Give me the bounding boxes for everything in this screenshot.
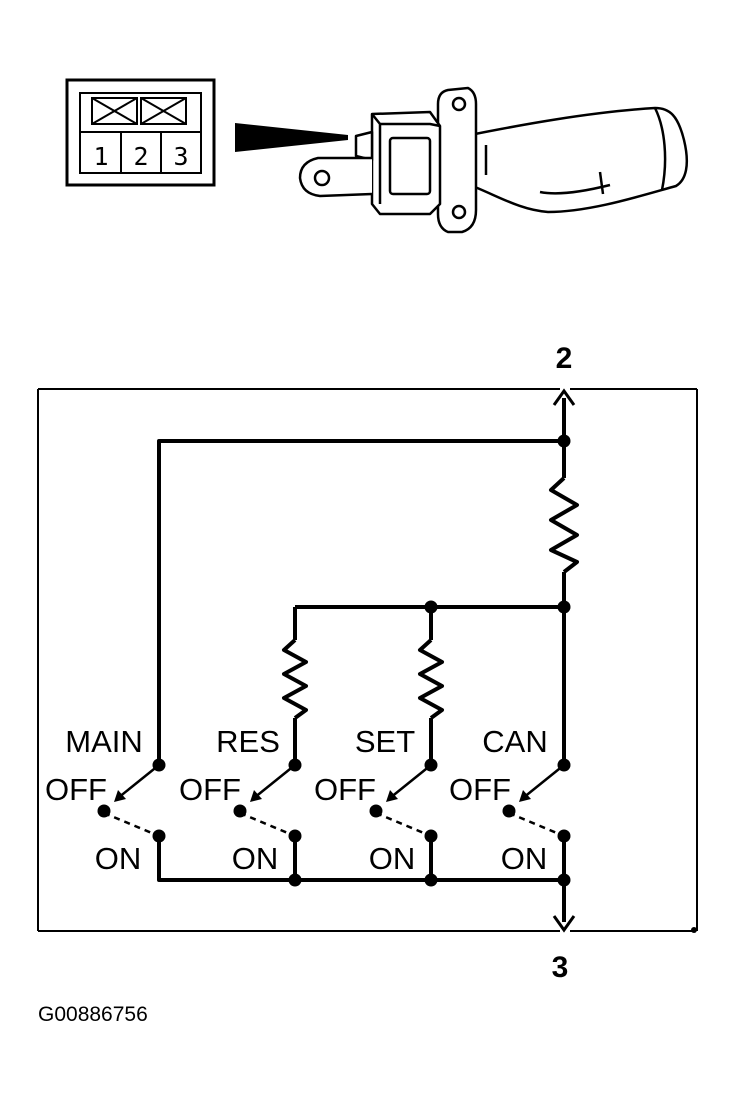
terminal-2-arrow-icon — [552, 388, 576, 406]
arrowhead-icon — [250, 790, 262, 802]
switch-enclosure — [37, 388, 698, 932]
resistor-set-icon — [418, 638, 444, 720]
switch-res-label: RES — [216, 724, 280, 759]
arrowhead-icon — [114, 790, 126, 802]
pin-label: 3 — [173, 142, 188, 171]
switch-main-off-label: OFF — [45, 772, 107, 807]
switch-set-off-label: OFF — [314, 772, 376, 807]
blank-cavity-icon — [91, 97, 138, 125]
schematic — [37, 388, 698, 933]
figure-code: G00886756 — [38, 1003, 148, 1026]
switch-res-off-label: OFF — [179, 772, 241, 807]
switch-can-blade — [522, 764, 565, 799]
switch-set-on-label: ON — [369, 841, 416, 876]
junction-dots — [97, 434, 697, 933]
terminal-3-label: 3 — [552, 951, 569, 984]
switch-main-label: MAIN — [65, 724, 143, 759]
blank-cavity-icon — [140, 97, 187, 125]
arrowhead-icon — [386, 790, 398, 802]
switch-can-label: CAN — [482, 724, 547, 759]
pin-label: 1 — [93, 142, 108, 171]
switch-main-blade — [117, 764, 160, 799]
pointer-arrow-icon — [235, 123, 348, 152]
terminal-2-label: 2 — [556, 342, 573, 375]
connector-face-view: 1 2 3 — [65, 78, 216, 187]
switch-can-on-label: ON — [501, 841, 548, 876]
switch-res-on-label: ON — [232, 841, 279, 876]
resistor-main-icon — [549, 476, 579, 574]
pin-label: 2 — [133, 142, 148, 171]
resistor-res-icon — [282, 638, 308, 720]
switch-can-off-label: OFF — [449, 772, 511, 807]
switch-set-blade — [389, 764, 432, 799]
arrowhead-icon — [519, 790, 531, 802]
connector-outer-frame — [65, 78, 216, 187]
switch-lever-illustration — [298, 86, 688, 234]
switch-set-label: SET — [355, 724, 415, 759]
switch-res-blade — [253, 764, 296, 799]
terminal-3-arrow-icon — [552, 915, 576, 933]
switch-main-on-label: ON — [95, 841, 142, 876]
